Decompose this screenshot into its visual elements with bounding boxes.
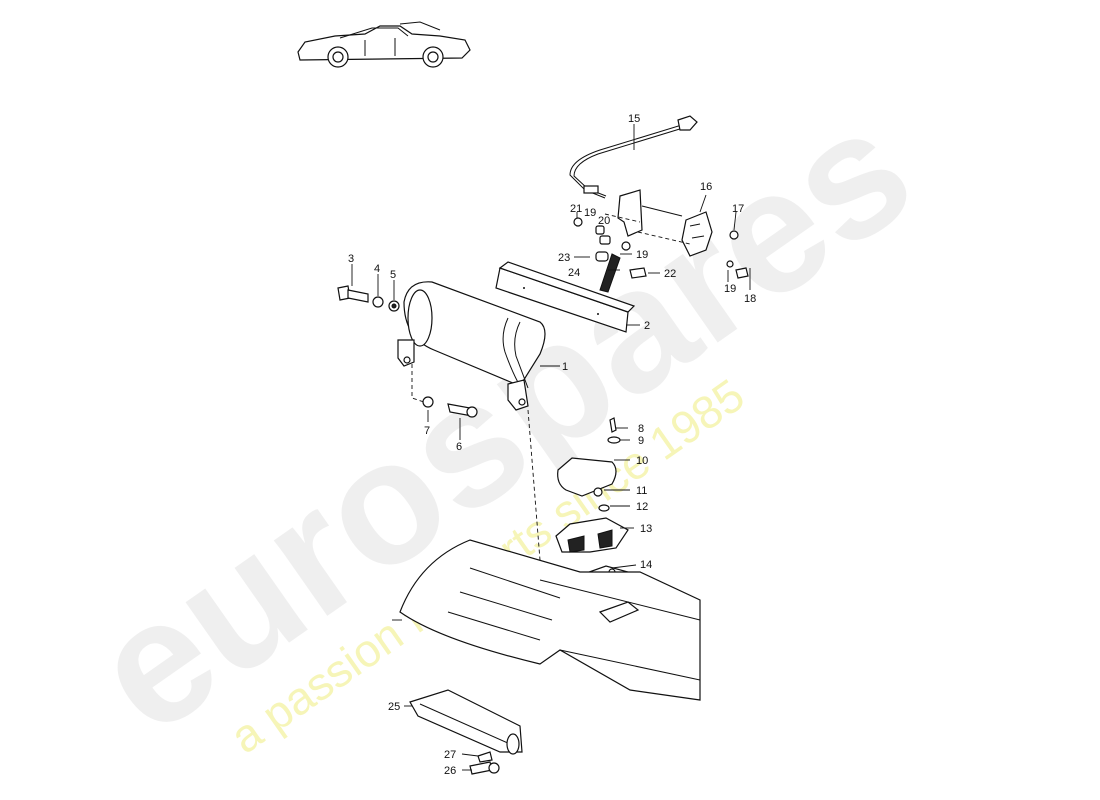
roll-bar-cushion	[397, 281, 546, 411]
bolt-set-lower	[411, 364, 478, 418]
callout-21[interactable]: 21	[570, 203, 582, 215]
callout-12[interactable]: 12	[636, 501, 648, 513]
callout-20[interactable]: 20	[598, 215, 610, 227]
bolt-set-left	[337, 285, 400, 312]
callout-11[interactable]: 11	[636, 485, 647, 497]
lock-mechanism	[604, 189, 749, 279]
callout-27[interactable]: 27	[444, 749, 456, 761]
callout-19b[interactable]: 19	[636, 249, 648, 261]
callout-24[interactable]: 24	[568, 267, 580, 279]
watermark: eurospares a passion for parts since 198…	[60, 70, 945, 771]
small-hardware	[573, 217, 647, 293]
callout-3[interactable]: 3	[348, 253, 354, 265]
callout-2[interactable]: 2	[644, 320, 650, 332]
callout-26[interactable]: 26	[444, 765, 456, 777]
cover-board	[495, 261, 636, 333]
callout-9[interactable]: 9	[638, 435, 644, 447]
callout-23[interactable]: 23	[558, 252, 570, 264]
release-cable	[569, 115, 698, 199]
storage-tray	[409, 689, 523, 775]
callout-19a[interactable]: 19	[584, 207, 596, 219]
callout-18[interactable]: 18	[744, 293, 756, 305]
callout-25[interactable]: 25	[388, 701, 400, 713]
callout-13[interactable]: 13	[640, 523, 652, 535]
callout-22[interactable]: 22	[664, 268, 676, 280]
callout-4[interactable]: 4	[374, 263, 380, 275]
callout-8[interactable]: 8	[638, 423, 644, 435]
callout-labels: 1 2 3 4 5 6 7 8 9 10 11 12 13 14 15 16 1…	[348, 113, 756, 777]
callout-10[interactable]: 10	[636, 455, 648, 467]
callout-17[interactable]: 17	[732, 203, 744, 215]
convertible-car-icon	[297, 21, 471, 68]
leader-lines	[351, 124, 751, 771]
callout-1[interactable]: 1	[562, 361, 568, 373]
callout-5[interactable]: 5	[390, 269, 396, 281]
callout-15[interactable]: 15	[628, 113, 640, 125]
callout-19c[interactable]: 19	[724, 283, 736, 295]
rear-seat-body	[399, 539, 701, 701]
callout-16[interactable]: 16	[700, 181, 712, 193]
watermark-brand: eurospares	[60, 70, 945, 771]
callout-7[interactable]: 7	[424, 425, 430, 437]
callout-14[interactable]: 14	[640, 559, 652, 571]
callout-6[interactable]: 6	[456, 441, 462, 453]
